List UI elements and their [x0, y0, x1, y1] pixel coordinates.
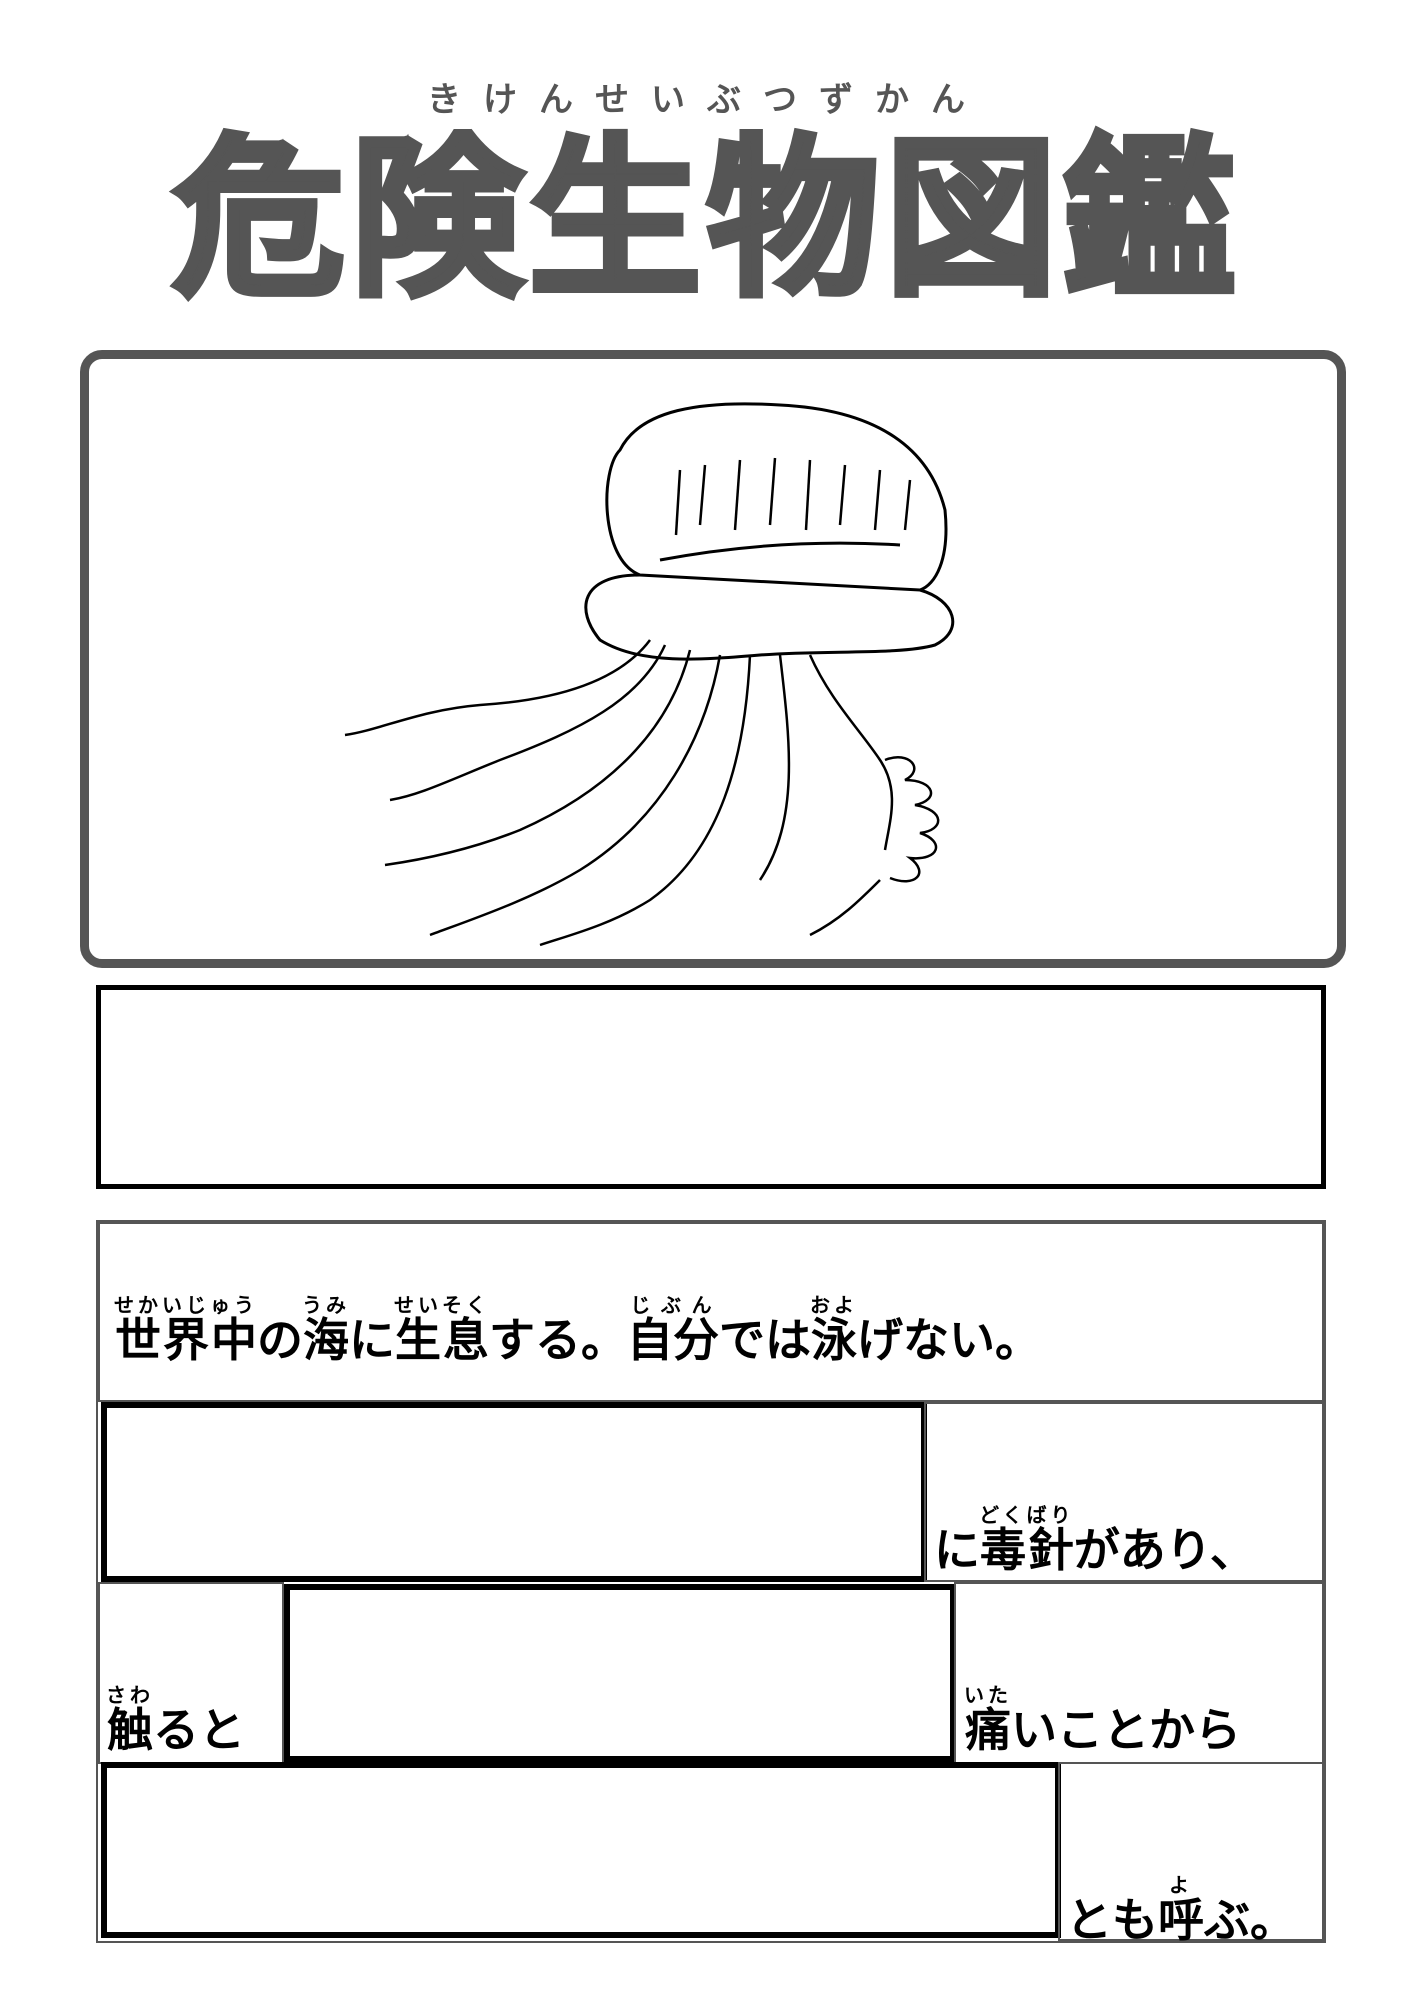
ruby-word: 世界中せかいじゅう: [114, 1293, 258, 1367]
row-3-left-cell: 触さわると: [98, 1582, 284, 1764]
illustration-frame: [80, 350, 1346, 968]
title-furigana: きけんせいぶつずかん: [427, 80, 987, 120]
answer-box-feeling[interactable]: [284, 1584, 956, 1762]
sentence-also-called: とも呼よぶ。: [1066, 1873, 1296, 1947]
answer-box-alias[interactable]: [101, 1762, 1061, 1938]
sentence-touch: 触さわると: [106, 1683, 245, 1757]
sentence-habitat: 世界中せかいじゅうの海うみに生息せいそくする。自分じぶんでは泳およげない。: [114, 1293, 1041, 1367]
creature-name-answer-box[interactable]: [96, 985, 1326, 1189]
sentence-pain: 痛いたいことから: [964, 1683, 1241, 1757]
row-4-text-cell: とも呼よぶ。: [1058, 1762, 1324, 1947]
answer-box-body-part[interactable]: [101, 1402, 927, 1582]
description-table: 世界中せかいじゅうの海うみに生息せいそくする。自分じぶんでは泳およげない。 に毒…: [96, 1220, 1326, 1943]
row-2-text-cell: に毒針どくばりがあり、: [924, 1402, 1324, 1582]
row-3-right-cell: 痛いたいことから: [954, 1582, 1324, 1764]
page-title: 危険生物図鑑: [170, 117, 1241, 323]
sentence-stinger: に毒針どくばりがあり、: [934, 1503, 1256, 1577]
row-1: 世界中せかいじゅうの海うみに生息せいそくする。自分じぶんでは泳およげない。: [98, 1222, 1324, 1402]
